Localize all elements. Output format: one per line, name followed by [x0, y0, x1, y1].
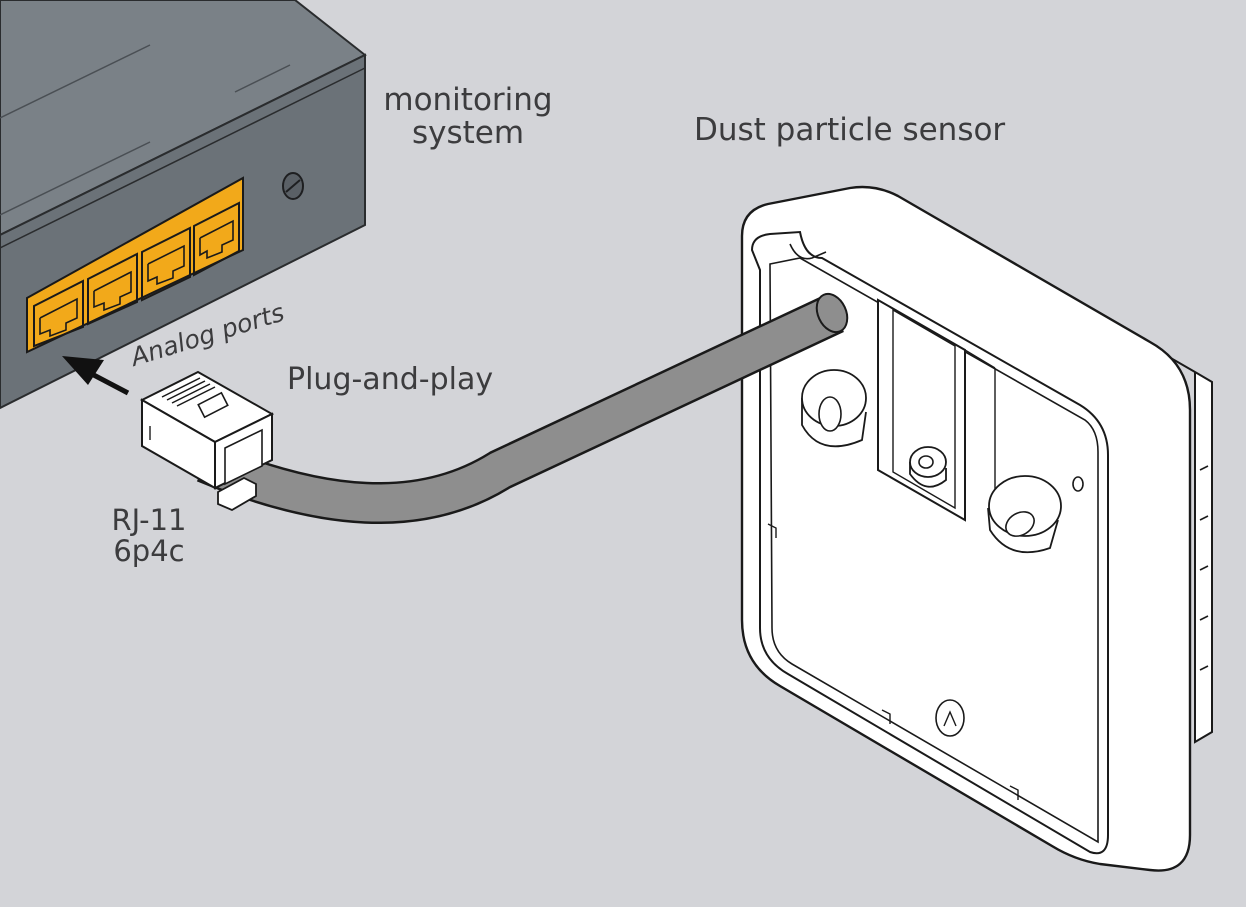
screw-hole-icon	[1072, 476, 1084, 492]
mounting-boss-left	[801, 369, 867, 448]
rj11-connector	[139, 370, 275, 512]
monitoring-label-line-2: system	[411, 114, 525, 151]
center-post	[909, 446, 947, 488]
connector-label-line-1: RJ-11	[111, 503, 187, 537]
port-3	[141, 226, 191, 302]
plug-and-play-label: Plug-and-play	[287, 362, 494, 397]
monitoring-label-line-1: monitoring	[383, 82, 553, 118]
connector-label: RJ-11 6p4c	[104, 505, 194, 566]
sensor-cable	[196, 292, 849, 525]
analog-ports	[26, 176, 244, 354]
dust-sensor-label: Dust particle sensor	[694, 112, 1006, 148]
bottom-screw-icon	[935, 699, 965, 737]
monitoring-system-label: monitoring system	[378, 84, 558, 150]
port-2	[87, 252, 138, 326]
mounting-boss-right	[987, 475, 1062, 554]
screw-icon	[282, 172, 304, 200]
port-1	[33, 279, 84, 348]
dust-particle-sensor	[740, 185, 1213, 872]
insert-arrow-icon	[62, 356, 130, 396]
connector-label-line-2: 6p4c	[113, 533, 185, 568]
port-4	[193, 201, 240, 277]
